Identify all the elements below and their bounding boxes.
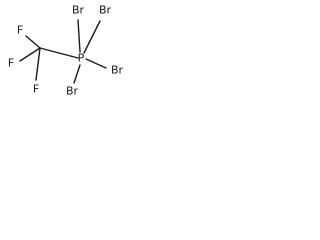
atom-label-phosphorus: P (78, 52, 85, 65)
molecule-structure: P Br Br Br Br F F F (8, 4, 124, 98)
bond-p-br-right (85, 58, 107, 69)
bond-p-br-topleft (77, 19, 81, 53)
atom-label-bromine-right: Br (111, 64, 124, 77)
bond-c-f-top (25, 35, 41, 49)
bond-c-f-mid (19, 47, 41, 62)
bond-c-f-bot (35, 47, 41, 81)
atom-label-fluorine-bottom: F (33, 83, 39, 96)
bond-c-p (39, 47, 79, 59)
atom-label-bromine-top-left: Br (72, 4, 85, 17)
atom-label-bromine-top-right: Br (99, 4, 112, 17)
bond-p-br-topright (83, 20, 101, 54)
atom-label-fluorine-middle: F (8, 57, 14, 70)
bond-p-br-bottom (73, 64, 81, 84)
atom-label-bromine-bottom: Br (66, 85, 79, 98)
atom-label-fluorine-top: F (17, 24, 23, 37)
